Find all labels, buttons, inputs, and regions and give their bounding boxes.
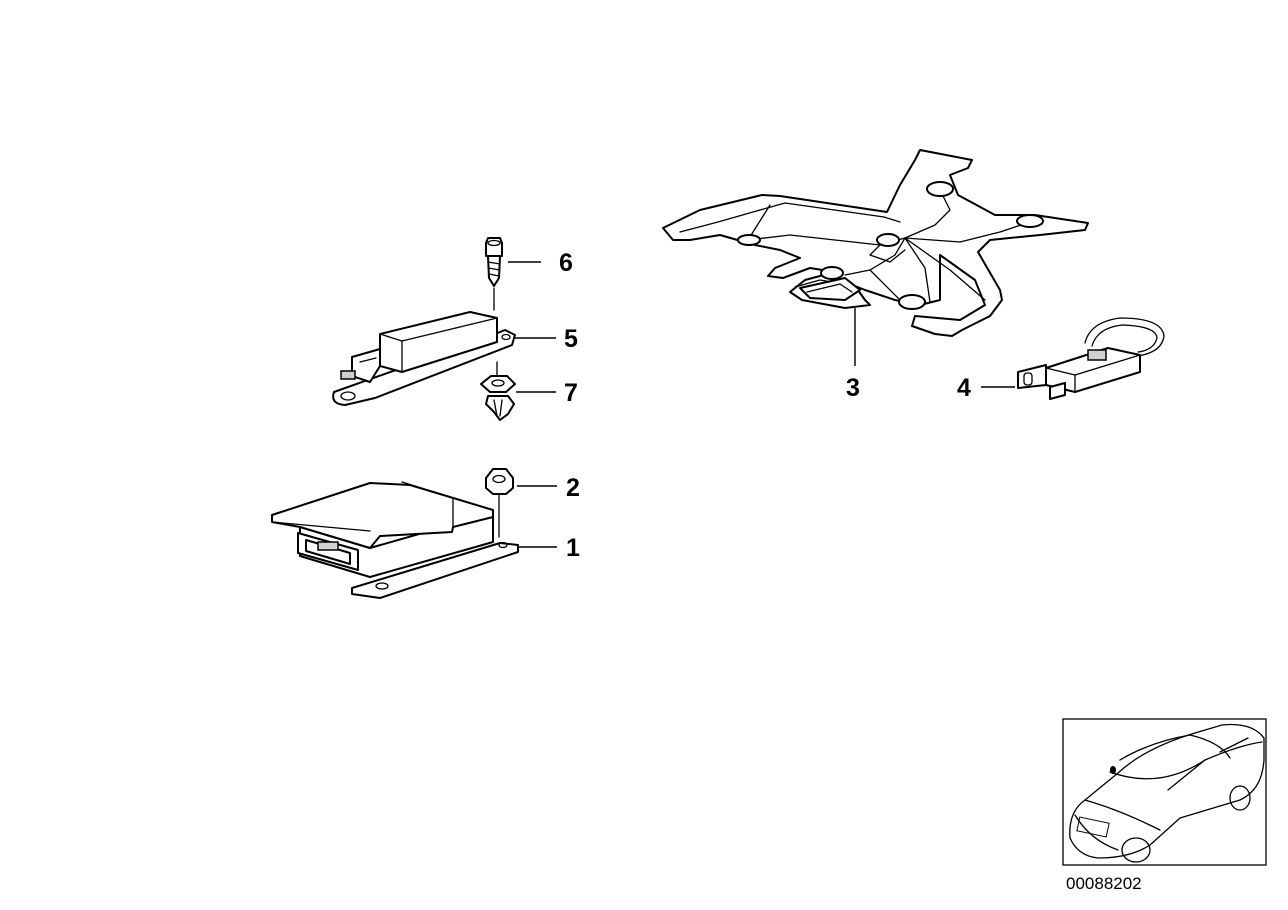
callout-5: 5 <box>564 325 578 353</box>
airbag-control-unit-icon <box>271 481 519 599</box>
document-number: 00088202 <box>1066 874 1142 893</box>
leader-lines <box>508 261 1015 548</box>
callout-2: 2 <box>566 474 580 502</box>
callout-1: 1 <box>566 534 580 562</box>
side-impact-sensor-icon <box>332 311 516 406</box>
callout-4: 4 <box>957 374 971 402</box>
expanding-clip-icon <box>480 361 516 421</box>
callout-6: 6 <box>559 249 573 277</box>
callout-3: 3 <box>846 374 860 402</box>
screw-icon <box>485 237 503 311</box>
hex-nut-icon <box>485 468 514 538</box>
car-location-thumbnail <box>1062 718 1267 866</box>
sensor-with-wiring-icon <box>1017 317 1165 400</box>
seat-occupancy-sensor-mat-icon <box>662 149 1089 337</box>
car-location-thumbnail-icon <box>1069 723 1265 863</box>
callout-7: 7 <box>564 379 578 407</box>
